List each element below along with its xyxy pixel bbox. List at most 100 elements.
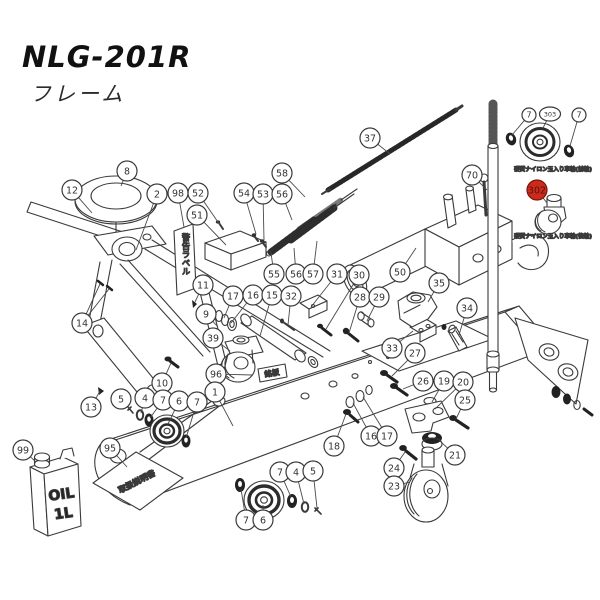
- callout-balloon[interactable]: [538, 106, 562, 122]
- part-callout[interactable]: 50: [389, 261, 411, 283]
- callout-balloon[interactable]: [195, 303, 217, 325]
- part-callout[interactable]: 56: [271, 183, 293, 205]
- part-callout[interactable]: 16: [242, 284, 264, 306]
- part-callout[interactable]: 31: [326, 263, 348, 285]
- part-callout[interactable]: 37: [359, 127, 381, 149]
- part-callout[interactable]: 51: [186, 204, 208, 226]
- callout-balloon[interactable]: [146, 183, 168, 205]
- part-callout[interactable]: 23: [383, 475, 405, 497]
- callout-balloon[interactable]: [571, 107, 587, 123]
- part-callout[interactable]: 39: [202, 327, 224, 349]
- callout-balloon[interactable]: [187, 182, 209, 204]
- callout-balloon[interactable]: [412, 370, 434, 392]
- callout-balloon[interactable]: [302, 460, 324, 482]
- callout-balloon[interactable]: [456, 297, 478, 319]
- part-callout[interactable]: 34: [456, 297, 478, 319]
- callout-balloon[interactable]: [71, 312, 93, 334]
- callout-balloon[interactable]: [323, 435, 345, 457]
- part-callout[interactable]: 28: [349, 286, 371, 308]
- part-callout[interactable]: 1: [204, 381, 226, 403]
- callout-balloon[interactable]: [383, 475, 405, 497]
- part-callout[interactable]: 6: [252, 509, 274, 531]
- callout-balloon[interactable]: [271, 183, 293, 205]
- callout-balloon[interactable]: [202, 327, 224, 349]
- part-callout[interactable]: 24: [383, 457, 405, 479]
- part-callout[interactable]: 55: [263, 263, 285, 285]
- part-callout[interactable]: 7: [152, 389, 174, 411]
- part-callout[interactable]: 15: [261, 284, 283, 306]
- part-callout[interactable]: 27: [404, 342, 426, 364]
- callout-balloon[interactable]: [404, 342, 426, 364]
- callout-balloon[interactable]: [192, 274, 214, 296]
- callout-balloon[interactable]: [61, 179, 83, 201]
- part-callout[interactable]: 98: [167, 182, 189, 204]
- callout-balloon[interactable]: [428, 272, 450, 294]
- callout-balloon[interactable]: [454, 389, 476, 411]
- part-callout[interactable]: 6: [168, 390, 190, 412]
- part-callout[interactable]: 30: [348, 264, 370, 286]
- warning-label-text: 警告ラベル: [180, 232, 190, 275]
- callout-balloon[interactable]: [252, 509, 274, 531]
- callout-balloon[interactable]: [381, 337, 403, 359]
- part-callout[interactable]: 11: [192, 274, 214, 296]
- callout-balloon[interactable]: [116, 160, 138, 182]
- callout-balloon[interactable]: [186, 391, 208, 413]
- part-callout[interactable]: 70: [461, 164, 483, 186]
- part-callout[interactable]: 17: [376, 425, 398, 447]
- callout-balloon[interactable]: [526, 179, 548, 201]
- part-callout[interactable]: 32: [280, 285, 302, 307]
- part-callout[interactable]: 25: [454, 389, 476, 411]
- part-callout[interactable]: 53: [252, 183, 274, 205]
- part-callout[interactable]: 26: [412, 370, 434, 392]
- part-callout[interactable]: 7: [186, 391, 208, 413]
- part-callout[interactable]: 57: [302, 263, 324, 285]
- part-callout[interactable]: 9: [195, 303, 217, 325]
- callout-number: 13: [85, 402, 97, 413]
- part-callout[interactable]: 29: [368, 286, 390, 308]
- part-callout[interactable]: 7: [571, 107, 587, 123]
- part-callout[interactable]: 8: [116, 160, 138, 182]
- callout-balloon[interactable]: [186, 204, 208, 226]
- part-callout[interactable]: 33: [381, 337, 403, 359]
- highlighted-part-callout[interactable]: 302: [526, 179, 548, 201]
- callout-balloon[interactable]: [110, 388, 132, 410]
- callout-balloon[interactable]: [376, 425, 398, 447]
- part-callout[interactable]: 96: [205, 363, 227, 385]
- part-callout[interactable]: 35: [428, 272, 450, 294]
- callout-balloon[interactable]: [444, 444, 466, 466]
- callout-balloon[interactable]: [204, 381, 226, 403]
- part-callout[interactable]: 58: [271, 162, 293, 184]
- callout-balloon[interactable]: [389, 261, 411, 283]
- part-callout[interactable]: 19: [433, 370, 455, 392]
- callout-balloon[interactable]: [12, 439, 34, 461]
- part-callout[interactable]: 5: [110, 388, 132, 410]
- part-callout[interactable]: 54: [233, 182, 255, 204]
- part-callout[interactable]: 4: [134, 387, 156, 409]
- callout-balloon[interactable]: [263, 263, 285, 285]
- part-callout[interactable]: 17: [222, 285, 244, 307]
- callout-balloon[interactable]: [326, 263, 348, 285]
- callout-balloon[interactable]: [302, 263, 324, 285]
- part-callout[interactable]: 18: [323, 435, 345, 457]
- callout-balloon[interactable]: [99, 437, 121, 459]
- callout-balloon[interactable]: [359, 127, 381, 149]
- part-callout[interactable]: 52: [187, 182, 209, 204]
- callout-balloon[interactable]: [461, 164, 483, 186]
- part-callout[interactable]: 95: [99, 437, 121, 459]
- part-callout[interactable]: 7: [521, 107, 537, 123]
- callout-balloon[interactable]: [280, 285, 302, 307]
- part-callout[interactable]: 13: [80, 396, 102, 418]
- part-callout[interactable]: 20: [452, 371, 474, 393]
- callout-balloon[interactable]: [368, 286, 390, 308]
- callout-balloon[interactable]: [80, 396, 102, 418]
- part-callout[interactable]: 5: [302, 460, 324, 482]
- part-callout[interactable]: 2: [146, 183, 168, 205]
- part-callout[interactable]: 99: [12, 439, 34, 461]
- callout-balloon[interactable]: [271, 162, 293, 184]
- part-callout[interactable]: 12: [61, 179, 83, 201]
- part-callout[interactable]: 14: [71, 312, 93, 334]
- callout-balloon[interactable]: [348, 264, 370, 286]
- part-callout[interactable]: 21: [444, 444, 466, 466]
- part-callout[interactable]: 303: [538, 106, 562, 122]
- callout-balloon[interactable]: [521, 107, 537, 123]
